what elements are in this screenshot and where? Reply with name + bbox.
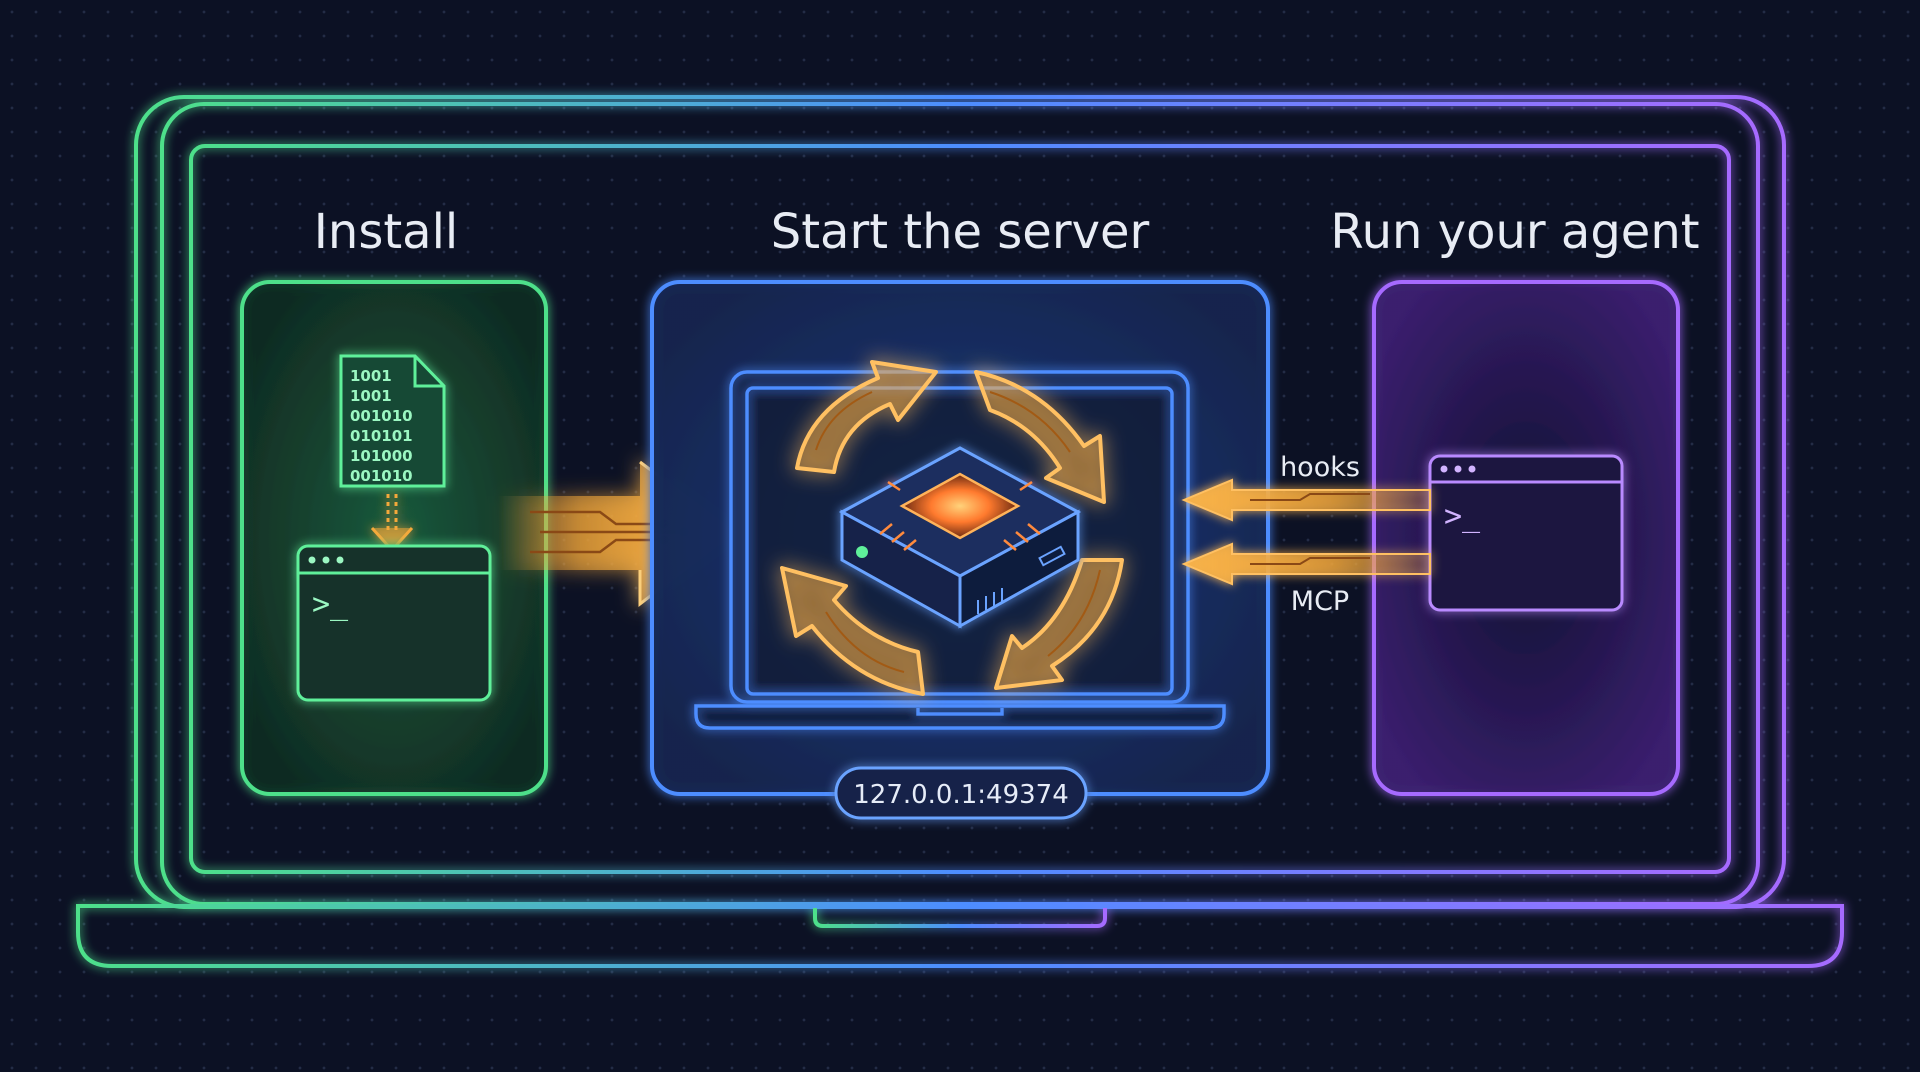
step-title-run-agent: Run your agent: [1330, 204, 1699, 260]
hooks-arrow-icon: [1181, 478, 1431, 522]
file-icon: 1001 1001 001010 010101 101000 001010: [339, 354, 446, 488]
terminal-icon: >_: [296, 544, 492, 702]
server-address-badge: 127.0.0.1:49374: [834, 766, 1088, 820]
chip-icon: [838, 446, 1082, 629]
server-address: 127.0.0.1:49374: [853, 780, 1069, 810]
binary-line-6: 001010: [350, 467, 413, 485]
binary-line-1: 1001: [350, 367, 392, 385]
agent-terminal-icon: >_: [1428, 454, 1624, 612]
agent-prompt: >_: [1444, 499, 1481, 534]
hooks-label: hooks: [1280, 452, 1360, 483]
binary-line-5: 101000: [350, 447, 413, 465]
mcp-arrow-icon: [1181, 542, 1431, 586]
binary-line-4: 010101: [350, 427, 413, 445]
agent-panel: >_: [1372, 280, 1680, 796]
step-title-install: Install: [314, 204, 459, 260]
cycle-circuit-traces: [815, 391, 1101, 673]
install-prompt: >_: [312, 587, 349, 622]
server-panel: [650, 280, 1270, 796]
binary-line-2: 1001: [350, 387, 392, 405]
binary-line-3: 001010: [350, 407, 413, 425]
mcp-label: MCP: [1291, 586, 1349, 617]
laptop-icon: [76, 95, 1844, 968]
install-panel: 1001 1001 001010 010101 101000 001010 >_: [240, 280, 548, 796]
step-title-start-server: Start the server: [771, 204, 1150, 260]
cycle-arrows-icon: [780, 360, 1124, 696]
